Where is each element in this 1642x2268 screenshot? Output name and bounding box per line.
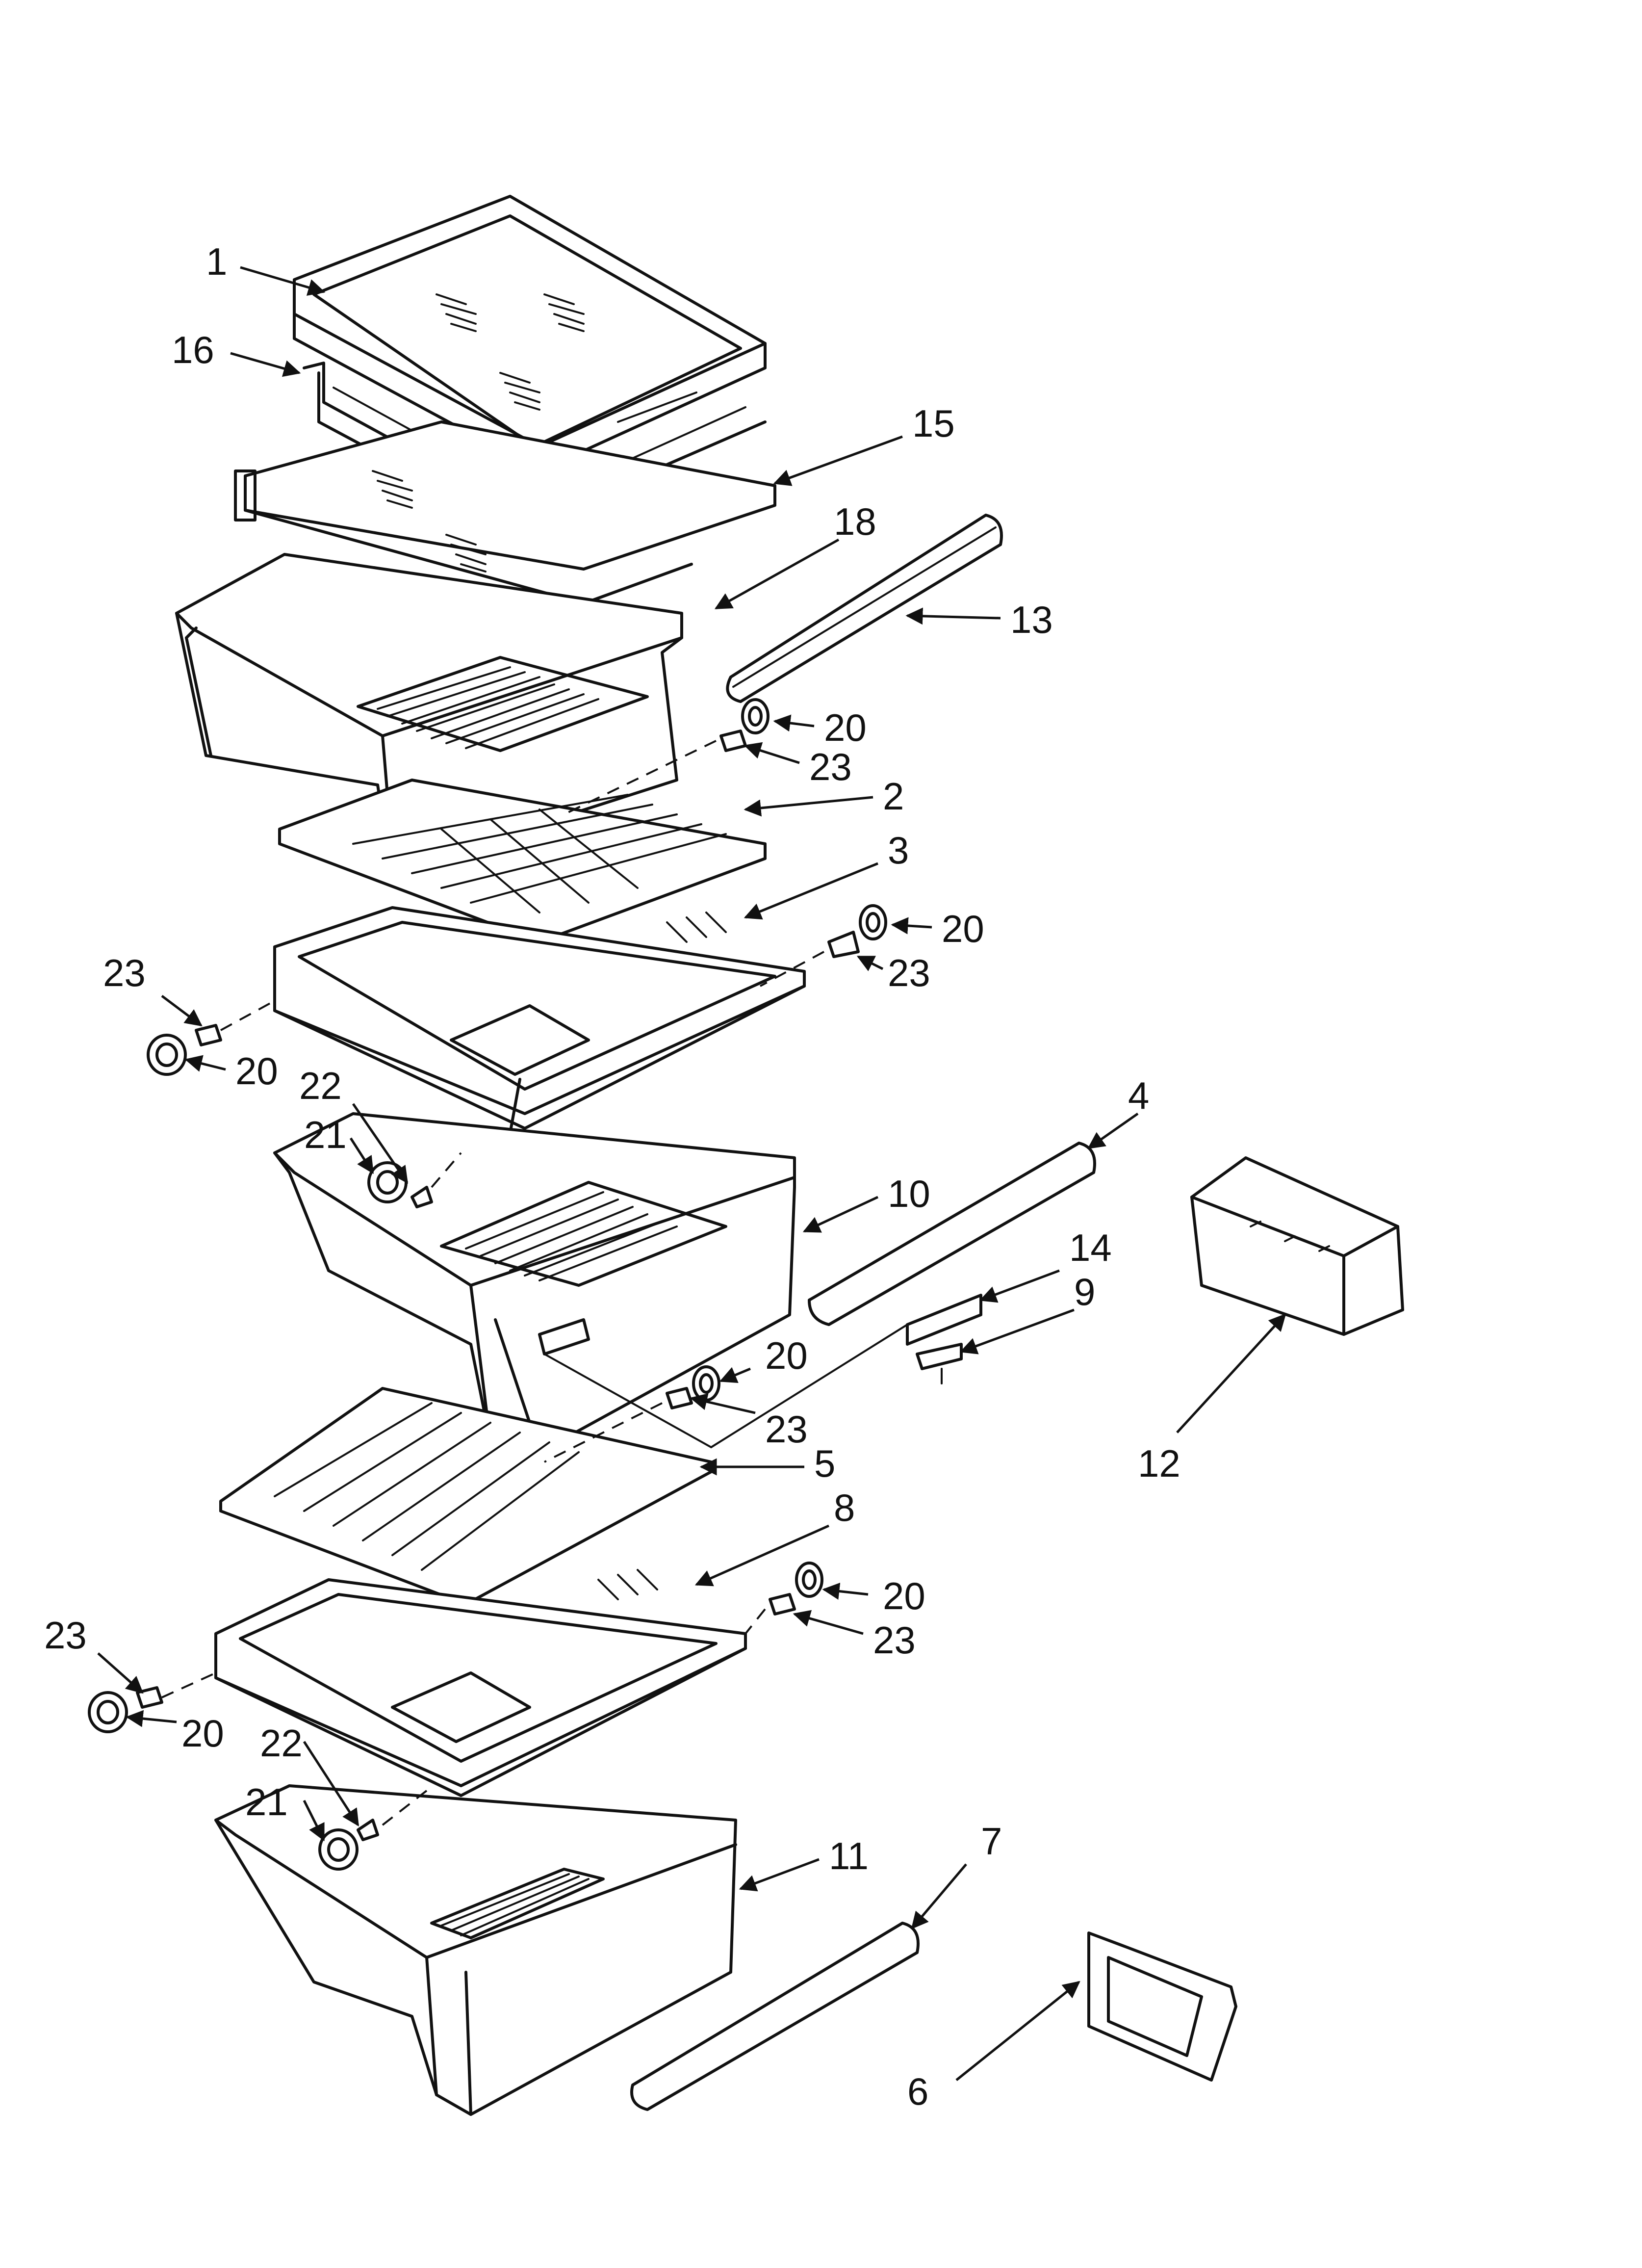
callout-16: 16 <box>172 328 214 371</box>
callout-20-c: 20 <box>235 1049 278 1093</box>
callout-10: 10 <box>888 1172 930 1215</box>
roller-20-b <box>859 904 887 940</box>
crisper-cover-glass <box>278 779 767 943</box>
roller-20-e <box>795 1562 823 1598</box>
screw-22-b <box>357 1819 379 1841</box>
callout-15: 15 <box>912 402 955 445</box>
callout-20-b: 20 <box>942 907 984 950</box>
callout-18: 18 <box>834 500 876 543</box>
callout-13: 13 <box>1010 598 1053 641</box>
glass-shelf-second <box>234 420 776 605</box>
callout-12: 12 <box>1138 1442 1180 1485</box>
callout-2: 2 <box>883 775 904 818</box>
crisper-grille-bottom <box>430 1868 605 1939</box>
screw-23-a <box>719 730 747 752</box>
bracket-9 <box>916 1343 963 1384</box>
rail-bottom <box>630 1922 920 2111</box>
callout-23-a: 23 <box>809 745 852 788</box>
screw-23-d <box>666 1387 693 1409</box>
callout-14: 14 <box>1069 1226 1112 1269</box>
roller-21-a <box>367 1161 408 1203</box>
roller-20-a <box>741 698 770 734</box>
roller-20-c <box>147 1034 187 1076</box>
callout-22-a: 22 <box>299 1064 342 1107</box>
callout-21-b: 21 <box>245 1780 288 1824</box>
rail-top <box>726 514 1003 703</box>
roller-21-b <box>318 1828 359 1871</box>
callout-23-d: 23 <box>765 1408 808 1451</box>
crisper-grille-middle <box>440 1181 727 1287</box>
callout-20-a: 20 <box>824 706 867 749</box>
crisper-grille-top <box>357 656 649 752</box>
label-badge <box>1087 1931 1237 2082</box>
callout-20-f: 20 <box>181 1712 224 1755</box>
callout-8: 8 <box>834 1486 855 1529</box>
leader-lines <box>97 266 1286 2081</box>
callout-20-d: 20 <box>765 1334 808 1377</box>
screw-22-a <box>410 1186 433 1208</box>
crisper-frame-top <box>273 906 806 1135</box>
crisper-frame-bottom <box>214 1569 747 1797</box>
callout-9: 9 <box>1074 1270 1095 1313</box>
screw-23-c <box>195 1024 222 1046</box>
crisper-pan-bottom <box>214 1784 737 2116</box>
door-bin <box>1190 1156 1404 1336</box>
bracket-14 <box>906 1294 982 1346</box>
mount-lines <box>161 740 908 1826</box>
callout-6: 6 <box>907 2070 928 2113</box>
callout-21-a: 21 <box>304 1113 347 1156</box>
callout-5: 5 <box>814 1442 835 1485</box>
rail-middle <box>808 1142 1096 1326</box>
callout-3: 3 <box>888 829 909 872</box>
callout-7: 7 <box>981 1820 1002 1863</box>
callout-labels: 1 16 15 18 13 20 23 2 3 20 23 23 20 22 2… <box>44 240 1180 2113</box>
screw-23-e <box>769 1593 796 1616</box>
callout-23-c: 23 <box>103 951 146 994</box>
crisper-pan-middle <box>273 1112 796 1454</box>
callout-4: 4 <box>1128 1074 1149 1117</box>
screw-23-b <box>827 931 860 958</box>
callout-20-e: 20 <box>883 1574 925 1617</box>
callout-23-f: 23 <box>44 1614 87 1657</box>
shelf-glare-marks <box>436 293 585 411</box>
crisper-cover-glass-lower <box>219 1387 713 1606</box>
callout-1: 1 <box>206 240 227 283</box>
glass-shelf-top <box>293 195 767 472</box>
callout-11: 11 <box>829 1834 869 1877</box>
callout-23-b: 23 <box>888 951 930 994</box>
roller-20-f <box>88 1691 128 1733</box>
roller-20-d <box>692 1365 720 1402</box>
callout-22-b: 22 <box>260 1721 303 1765</box>
callout-23-e: 23 <box>873 1618 916 1662</box>
